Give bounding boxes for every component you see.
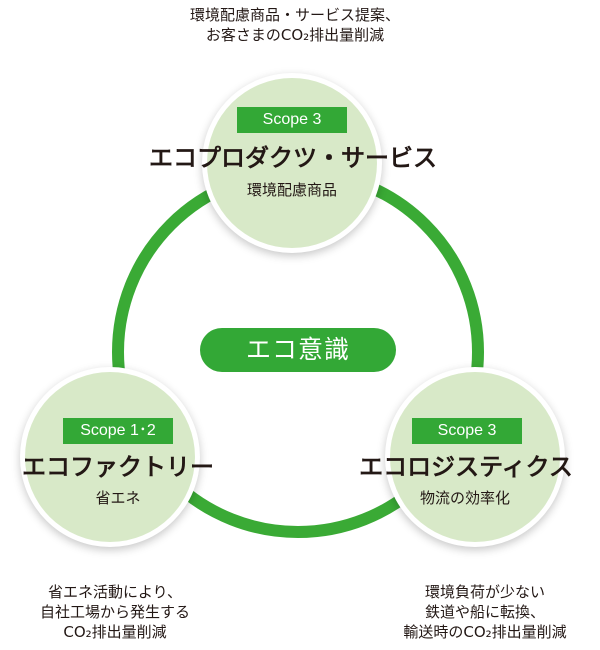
left-description-line-1: 省エネ活動により、 (47, 583, 183, 601)
eco-products-node (207, 78, 377, 248)
eco-products-title: エコプロダクツ・サービス (149, 144, 437, 172)
scope-badge-top: Scope 3 (237, 107, 347, 133)
left-description-line-3: CO₂排出量削減 (63, 623, 167, 641)
eco-factory-subtitle: 省エネ (95, 489, 141, 507)
top-description-line-2: お客さまのCO₂排出量削減 (205, 26, 385, 44)
right-description: 環境負荷が少ない 鉄道や船に転換、 輸送時のCO₂排出量削減 (375, 582, 595, 642)
right-description-line-3: 輸送時のCO₂排出量削減 (403, 623, 567, 641)
right-description-line-2: 鉄道や船に転換、 (424, 603, 545, 621)
eco-logistics-node (390, 372, 560, 542)
eco-factory-title: エコファクトリー (22, 453, 214, 481)
scope-badge-right: Scope 3 (412, 418, 522, 444)
scope-badge-left: Scope 1･2 (63, 418, 173, 444)
eco-awareness-label: エコ意識 (200, 328, 396, 372)
top-description-line-1: 環境配慮商品・サービス提案、 (189, 6, 400, 24)
top-description: 環境配慮商品・サービス提案、 お客さまのCO₂排出量削減 (160, 5, 430, 45)
left-description-line-2: 自社工場から発生する (39, 603, 190, 621)
eco-products-subtitle: 環境配慮商品 (246, 181, 337, 199)
right-description-line-1: 環境負荷が少ない (424, 583, 545, 601)
eco-logistics-title: エコロジスティクス (359, 453, 573, 481)
left-description: 省エネ活動により、 自社工場から発生する CO₂排出量削減 (20, 582, 210, 642)
eco-factory-node (25, 372, 195, 542)
eco-logistics-subtitle: 物流の効率化 (419, 489, 510, 507)
